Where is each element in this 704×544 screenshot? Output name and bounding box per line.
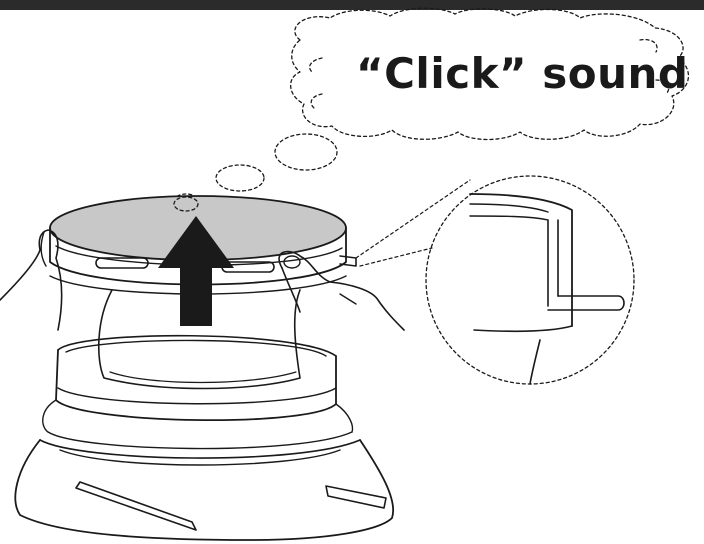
base-housing (15, 440, 393, 540)
middle-ring (56, 350, 336, 420)
base-slot-right (326, 486, 386, 508)
right-hand (279, 252, 404, 330)
latch-pin (340, 256, 356, 266)
thought-bubble-dot-medium (216, 165, 264, 191)
thought-bubble-dot-large (275, 134, 337, 170)
click-sound-label: “Click” sound (356, 48, 689, 100)
zoom-slot (548, 220, 558, 306)
base-slot-left (76, 482, 196, 530)
zoom-pin (548, 296, 624, 310)
left-hand (0, 230, 62, 330)
